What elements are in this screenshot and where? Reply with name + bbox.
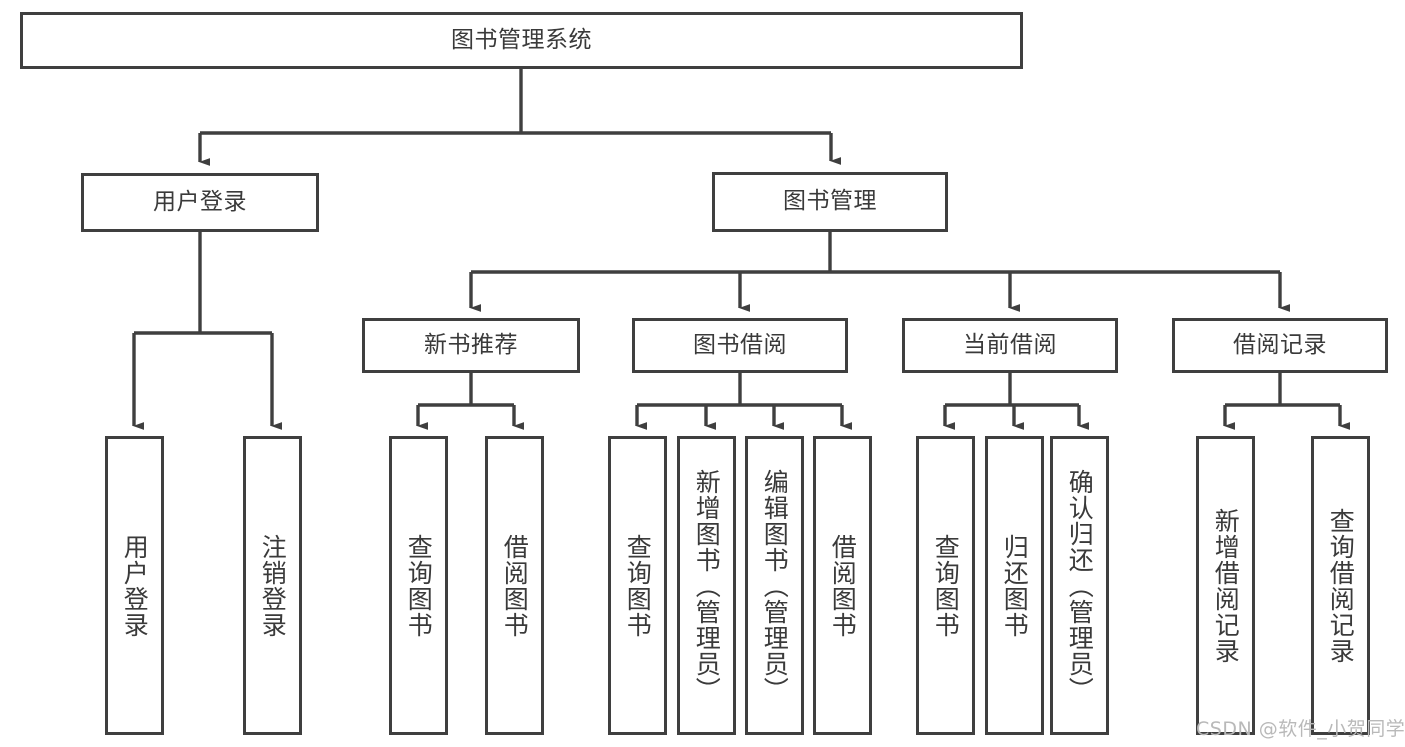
watermark: CSDN @软件_小贺同学 [1196, 718, 1405, 740]
node-new-book-recommend[interactable]: 新书推荐 [362, 318, 580, 373]
node-leaf-return-book-label: 归还图书 [1000, 533, 1030, 638]
node-root-system[interactable]: 图书管理系统 [20, 12, 1023, 69]
node-user-login-label: 用户登录 [153, 188, 247, 215]
node-borrow-record-label: 借阅记录 [1233, 331, 1327, 358]
node-leaf-query-book-borrow-label: 查询图书 [623, 533, 653, 638]
node-root-system-label: 图书管理系统 [451, 26, 592, 53]
node-leaf-query-borrow-record[interactable]: 查询借阅记录 [1311, 436, 1370, 735]
node-borrow-record[interactable]: 借阅记录 [1172, 318, 1388, 373]
node-leaf-query-borrow-record-label: 查询借阅记录 [1326, 507, 1356, 664]
node-current-borrow[interactable]: 当前借阅 [902, 318, 1118, 373]
node-leaf-add-book-admin-label: 新增图书（管理员） [692, 468, 722, 703]
node-leaf-user-login[interactable]: 用户登录 [105, 436, 164, 735]
node-leaf-lend-book-label: 借阅图书 [828, 533, 858, 638]
node-book-borrow[interactable]: 图书借阅 [632, 318, 848, 373]
node-leaf-query-book-borrow[interactable]: 查询图书 [608, 436, 667, 735]
node-leaf-add-borrow-record-label: 新增借阅记录 [1211, 507, 1241, 664]
node-leaf-logout-label: 注销登录 [258, 533, 288, 638]
node-leaf-lend-book[interactable]: 借阅图书 [813, 436, 872, 735]
node-leaf-borrow-book-newbook-label: 借阅图书 [500, 533, 530, 638]
node-leaf-query-book-current-label: 查询图书 [931, 533, 961, 638]
node-leaf-query-book-newbook-label: 查询图书 [404, 533, 434, 638]
node-leaf-confirm-return-admin[interactable]: 确认归还（管理员） [1050, 436, 1109, 735]
node-leaf-add-book-admin[interactable]: 新增图书（管理员） [677, 436, 736, 735]
node-leaf-confirm-return-admin-label: 确认归还（管理员） [1065, 468, 1095, 703]
node-leaf-user-login-label: 用户登录 [120, 533, 150, 638]
node-leaf-logout[interactable]: 注销登录 [243, 436, 302, 735]
node-book-management[interactable]: 图书管理 [712, 172, 948, 232]
node-leaf-query-book-current[interactable]: 查询图书 [916, 436, 975, 735]
node-book-management-label: 图书管理 [783, 188, 877, 215]
node-new-book-recommend-label: 新书推荐 [424, 331, 518, 358]
node-current-borrow-label: 当前借阅 [963, 331, 1057, 358]
node-leaf-return-book[interactable]: 归还图书 [985, 436, 1044, 735]
node-book-borrow-label: 图书借阅 [693, 331, 787, 358]
node-leaf-borrow-book-newbook[interactable]: 借阅图书 [485, 436, 544, 735]
node-leaf-edit-book-admin-label: 编辑图书（管理员） [760, 468, 790, 703]
node-leaf-add-borrow-record[interactable]: 新增借阅记录 [1196, 436, 1255, 735]
node-leaf-query-book-newbook[interactable]: 查询图书 [389, 436, 448, 735]
node-leaf-edit-book-admin[interactable]: 编辑图书（管理员） [745, 436, 804, 735]
node-user-login[interactable]: 用户登录 [81, 173, 319, 232]
